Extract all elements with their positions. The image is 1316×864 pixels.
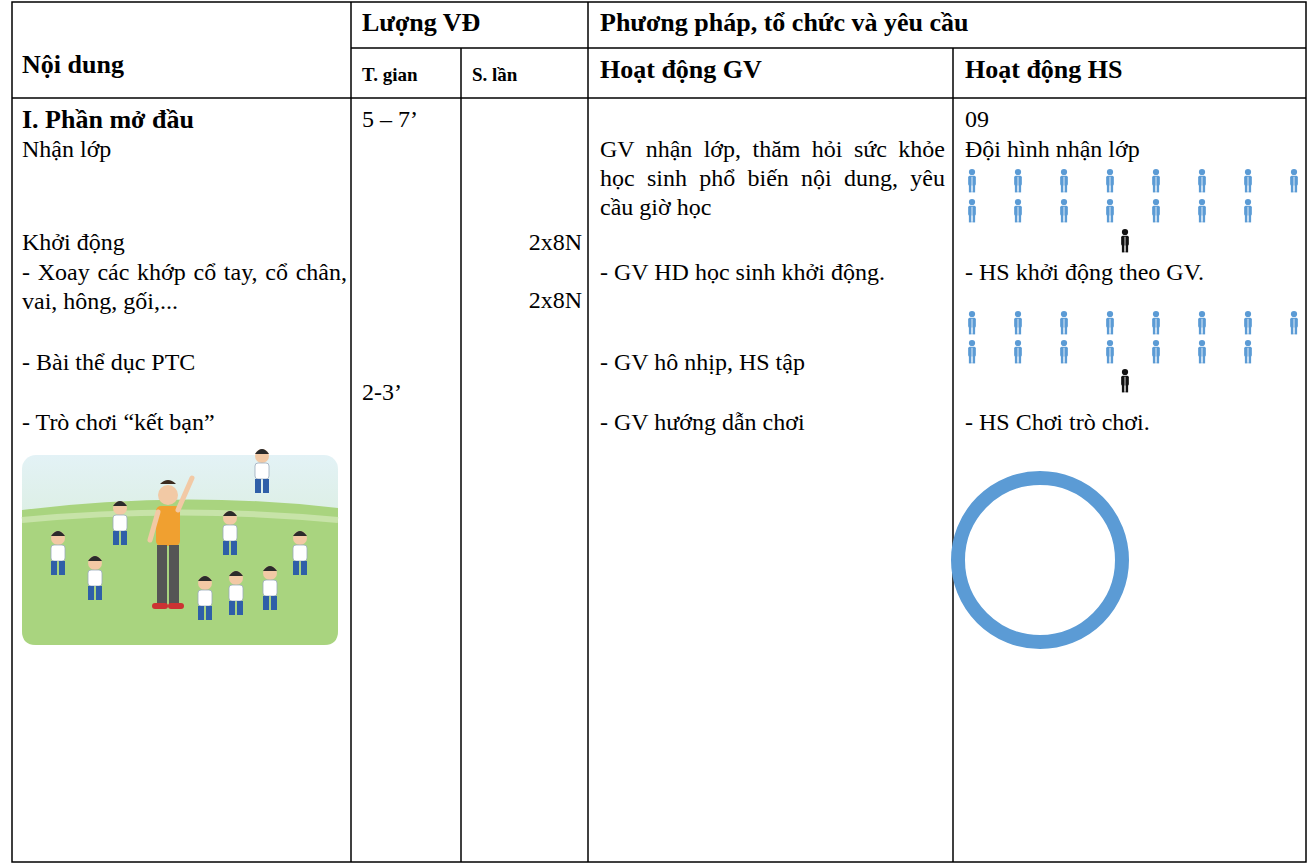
table-cell-text: Nhận lớp bbox=[22, 135, 347, 164]
student-icon bbox=[1198, 169, 1206, 193]
student-icon bbox=[1060, 169, 1068, 193]
student-icon bbox=[968, 340, 976, 364]
table-cell-text: - GV hô nhịp, HS tập bbox=[600, 348, 945, 377]
table-header: Phương pháp, tổ chức và yêu cầu bbox=[600, 8, 1300, 37]
table-cell-text: - Xoay các khớp cổ tay, cổ chân, vai, hô… bbox=[22, 258, 347, 316]
student-icon bbox=[1290, 311, 1298, 335]
student-icon bbox=[1121, 369, 1129, 393]
table-cell-text: - HS khởi động theo GV. bbox=[965, 258, 1300, 287]
student-icon bbox=[1106, 199, 1114, 223]
table-cell-text: 09 bbox=[965, 105, 1300, 134]
table-cell-text: I. Phần mở đầu bbox=[22, 105, 347, 134]
student-icon bbox=[1121, 229, 1129, 253]
student-icon bbox=[1014, 169, 1022, 193]
student-icon bbox=[1244, 311, 1252, 335]
student-icon bbox=[1198, 340, 1206, 364]
student-icon bbox=[1198, 311, 1206, 335]
student-icon bbox=[1152, 311, 1160, 335]
table-header: T. gian bbox=[362, 60, 457, 89]
student-icon bbox=[1106, 169, 1114, 193]
table-header: Hoạt động HS bbox=[965, 55, 1300, 84]
table-cell-text: - GV HD học sinh khởi động. bbox=[600, 258, 945, 287]
student-icon bbox=[968, 169, 976, 193]
student-icon bbox=[1060, 340, 1068, 364]
student-icon bbox=[1014, 199, 1022, 223]
student-icon bbox=[1014, 340, 1022, 364]
student-icon bbox=[1106, 340, 1114, 364]
table-header: Hoạt động GV bbox=[600, 55, 945, 84]
table-cell-text: - HS Chơi trò chơi. bbox=[965, 408, 1300, 437]
student-icon bbox=[1198, 199, 1206, 223]
table-cell-text: 2-3’ bbox=[362, 378, 457, 407]
student-icon bbox=[1244, 169, 1252, 193]
table-header: Nội dung bbox=[22, 50, 342, 79]
table-header: Lượng VĐ bbox=[362, 8, 582, 37]
student-icon bbox=[1244, 199, 1252, 223]
student-icon bbox=[968, 311, 976, 335]
table-cell-text: Khởi động bbox=[22, 228, 347, 257]
table-cell-text: GV nhận lớp, thăm hỏi sức khỏe học sinh … bbox=[600, 135, 945, 222]
game-circle bbox=[958, 478, 1122, 642]
student-icon bbox=[1152, 199, 1160, 223]
table-cell-text: 2x8N bbox=[466, 286, 582, 315]
student-icon bbox=[1244, 340, 1252, 364]
student-icon bbox=[1152, 340, 1160, 364]
student-icon bbox=[1290, 169, 1298, 193]
student-icon bbox=[1060, 199, 1068, 223]
student-icon bbox=[968, 199, 976, 223]
student-icon bbox=[1060, 311, 1068, 335]
table-cell-text: 2x8N bbox=[466, 228, 582, 257]
student-icon bbox=[1106, 311, 1114, 335]
table-cell-text: Đội hình nhận lớp bbox=[965, 135, 1300, 164]
table-header: S. lần bbox=[472, 60, 582, 89]
table-cell-text: - Trò chơi “kết bạn” bbox=[22, 408, 347, 437]
table-cell-text: - GV hướng dẫn chơi bbox=[600, 408, 945, 437]
student-icon bbox=[1014, 311, 1022, 335]
table-cell-text: 5 – 7’ bbox=[362, 105, 457, 134]
student-icon bbox=[1152, 169, 1160, 193]
table-cell-text: - Bài thể dục PTC bbox=[22, 348, 347, 377]
